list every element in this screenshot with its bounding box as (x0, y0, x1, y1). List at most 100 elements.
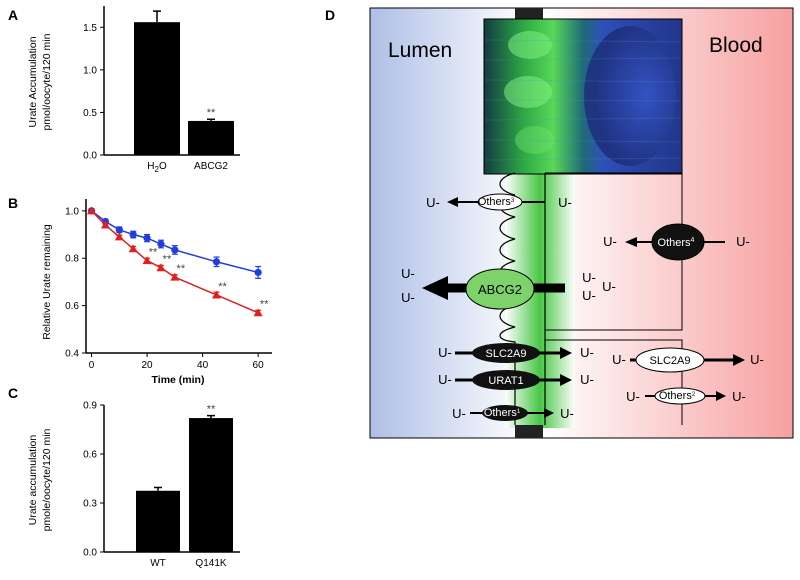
data-point (170, 272, 180, 281)
urat1-transporter: URAT1 U- U- (438, 370, 594, 390)
y-tick-label: 0.0 (83, 548, 97, 559)
panel-b-ylabel: Relative Urate remaining (41, 224, 53, 340)
others2-transporter: Others2 U- U- (626, 387, 746, 405)
slc2a9-basolateral-transporter: SLC2A9 U- U- (612, 347, 764, 373)
y-tick-label: 0.9 (83, 401, 97, 412)
lumen-label: Lumen (388, 39, 452, 62)
urate-label: U- (452, 406, 466, 421)
significance-label: ** (163, 254, 172, 266)
blood-label: Blood (709, 34, 763, 57)
x-tick-label: 0 (89, 360, 95, 371)
y-tick-label: 0.6 (65, 301, 79, 312)
fluorescence-image (483, 18, 683, 175)
urate-label: U- (603, 234, 617, 249)
abcg2-transporter: ABCG2 U- U- U- U- U- (401, 266, 616, 310)
urate-label: U- (580, 372, 594, 387)
data-point (212, 258, 221, 266)
x-tick-label: ABCG2 (194, 161, 228, 172)
y-tick-label: 0.5 (83, 108, 97, 119)
panel-c-plot: 0.0 0.3 0.6 0.9WT Q141K ** (83, 401, 240, 569)
abcg2-label: ABCG2 (478, 282, 522, 297)
y-tick-label: 0.6 (83, 450, 97, 461)
urate-label: U- (580, 345, 594, 360)
others2-label: Others2 (659, 390, 696, 402)
others4-label: Others4 (658, 237, 695, 249)
data-point (142, 256, 152, 265)
urate-label: U- (560, 406, 574, 421)
panel-b: B Relative Urate remaining Time (min) 0.… (8, 195, 272, 386)
x-tick-label: 40 (197, 360, 209, 371)
panel-a: A Urate Accumulation pmol/oocyte/120 min… (8, 6, 240, 174)
urate-label: U- (612, 352, 626, 367)
bar (134, 22, 180, 156)
x-tick-label: 20 (142, 360, 154, 371)
panel-c: C Urate accumulation pmole/oocyte/120 mi… (8, 385, 240, 569)
data-point (211, 290, 221, 299)
x-tick-label: H2O (147, 161, 167, 174)
urate-label: U- (626, 389, 640, 404)
slc2a9-apical-label: SLC2A9 (486, 348, 527, 360)
panel-d-letter: D (325, 7, 335, 23)
y-tick-label: 1.0 (83, 65, 97, 76)
significance-label: ** (260, 299, 269, 311)
others3-transporter: Others3 U- U- (426, 193, 572, 211)
panel-d: D (325, 7, 794, 439)
data-point (87, 206, 97, 215)
data-point (156, 263, 166, 272)
others4-transporter: Others4 U- U- (603, 223, 750, 261)
urate-label: U- (582, 288, 596, 303)
others1-label: Others1 (484, 407, 521, 419)
urat1-label: URAT1 (488, 375, 523, 387)
significance-label: ** (207, 404, 216, 416)
significance-label: ** (207, 107, 216, 119)
urate-label: U- (750, 352, 764, 367)
panel-c-letter: C (8, 385, 18, 401)
data-point (253, 308, 263, 317)
slc2a9-basolateral-label: SLC2A9 (650, 355, 691, 367)
urate-label: U- (602, 279, 616, 294)
x-tick-label: Q141K (195, 558, 226, 569)
urate-label: U- (582, 270, 596, 285)
data-point (115, 226, 123, 234)
urate-label: U- (558, 195, 572, 210)
others3-label: Others3 (478, 196, 515, 208)
x-tick-label: 60 (253, 360, 265, 371)
panel-c-ylabel-2: pmole/oocyte/120 min (41, 428, 53, 531)
data-point (157, 240, 165, 248)
urate-label: U- (401, 290, 415, 305)
bar (188, 120, 234, 155)
data-point (171, 246, 179, 254)
bar (189, 418, 233, 552)
panel-a-ylabel-1: Urate Accumulation (27, 36, 39, 127)
data-point (129, 230, 137, 239)
bar (136, 490, 180, 552)
significance-label: ** (177, 263, 186, 275)
series-line (91, 210, 259, 274)
data-point (100, 220, 110, 229)
urate-label: U- (438, 372, 452, 387)
y-tick-label: 0.8 (65, 254, 79, 265)
others1-transporter: Others1 U- U- (452, 405, 574, 421)
urate-label: U- (438, 345, 452, 360)
panel-a-letter: A (8, 7, 18, 23)
series-line (91, 210, 259, 314)
y-tick-label: 1.5 (83, 23, 97, 34)
slc2a9-apical-transporter: SLC2A9 U- U- (438, 343, 594, 363)
panel-c-ylabel-1: Urate accumulation (27, 435, 39, 526)
diagram-frame (369, 7, 794, 439)
urate-label: U- (426, 195, 440, 210)
panel-b-letter: B (8, 195, 18, 211)
data-point (114, 232, 124, 241)
y-tick-label: 0.0 (83, 151, 97, 162)
panel-a-ylabel-2: pmol/oocyte/120 min (41, 33, 53, 130)
y-tick-label: 0.3 (83, 499, 97, 510)
urate-label: U- (732, 389, 746, 404)
x-tick-label: WT (150, 558, 166, 569)
significance-label: ** (149, 247, 158, 259)
significance-label: ** (218, 281, 227, 293)
urate-label: U- (736, 234, 750, 249)
membrane-bar-bottom (515, 425, 543, 438)
